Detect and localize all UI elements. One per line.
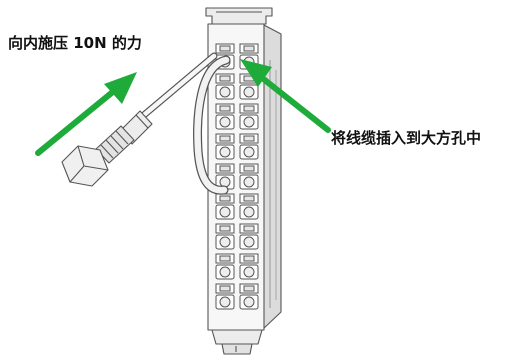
insert-instruction-label: 将线缆插入到大方孔中 [331,129,482,147]
press-instruction-label: 向内施压 10N 的力 [8,34,142,52]
terminal-cell [215,163,235,190]
terminal-cell [215,73,235,100]
terminal-cell [239,283,259,310]
terminal-cell [215,283,235,310]
terminal-cell [239,73,259,100]
probe-tool [61,52,218,187]
green-direction-arrow [35,72,137,156]
terminal-cell [239,223,259,250]
terminal-cell [215,223,235,250]
terminal-cell [239,193,259,220]
terminal-cell [215,253,235,280]
terminal-cell [215,103,235,130]
terminal-cell [215,193,235,220]
terminal-cells [215,43,259,310]
terminal-cell [239,133,259,160]
terminal-cell [239,253,259,280]
terminal-cell [239,103,259,130]
terminal-cell [215,133,235,160]
green-direction-arrow [240,59,331,133]
inserted-cable-loop [193,55,231,195]
terminal-cell [239,163,259,190]
